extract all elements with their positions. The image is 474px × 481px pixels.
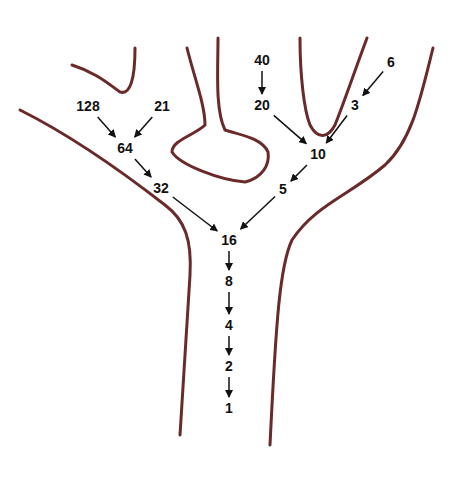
arrow-connector [173, 197, 217, 231]
number-node: 64 [115, 139, 135, 157]
number-node: 2 [223, 357, 235, 375]
number-node: 40 [252, 51, 272, 69]
number-label: 10 [310, 146, 326, 162]
number-label: 2 [225, 358, 233, 374]
arrow-connector [326, 115, 347, 143]
number-node: 3 [349, 96, 361, 114]
arrow-connector [135, 117, 153, 137]
arrow-connector [241, 196, 275, 229]
number-label: 3 [351, 97, 359, 113]
number-node: 20 [252, 96, 272, 114]
left-bank [20, 110, 190, 435]
number-node: 6 [385, 53, 397, 71]
number-label: 40 [254, 52, 270, 68]
right-bank [270, 48, 433, 445]
hook [72, 48, 135, 92]
middle-branch [172, 38, 268, 182]
arrow-connector [135, 159, 151, 177]
number-node: 4 [223, 316, 235, 334]
arrow-connector [98, 117, 116, 137]
number-node: 16 [219, 231, 239, 249]
number-node: 5 [277, 180, 289, 198]
arrow-connector [228, 251, 230, 270]
arrow-connector [228, 292, 230, 314]
arrow-connector [274, 115, 306, 143]
number-node: 10 [308, 145, 328, 163]
right-fork [300, 38, 367, 136]
number-label: 8 [225, 273, 233, 289]
number-node: 128 [74, 97, 101, 115]
number-label: 21 [154, 98, 170, 114]
number-node: 32 [151, 179, 171, 197]
number-node: 8 [223, 272, 235, 290]
number-label: 6 [387, 54, 395, 70]
arrow-connector [261, 71, 263, 94]
number-label: 5 [279, 181, 287, 197]
number-label: 128 [76, 98, 99, 114]
arrow-connector [228, 377, 230, 397]
number-label: 1 [225, 400, 233, 416]
arrow-connector [291, 165, 307, 181]
number-label: 64 [117, 140, 133, 156]
arrow-connector [228, 336, 230, 355]
number-label: 16 [221, 232, 237, 248]
number-node: 1 [223, 399, 235, 417]
number-label: 32 [153, 180, 169, 196]
arrow-connector [363, 71, 383, 95]
number-label: 20 [254, 97, 270, 113]
number-label: 4 [225, 317, 233, 333]
number-node: 21 [152, 97, 172, 115]
